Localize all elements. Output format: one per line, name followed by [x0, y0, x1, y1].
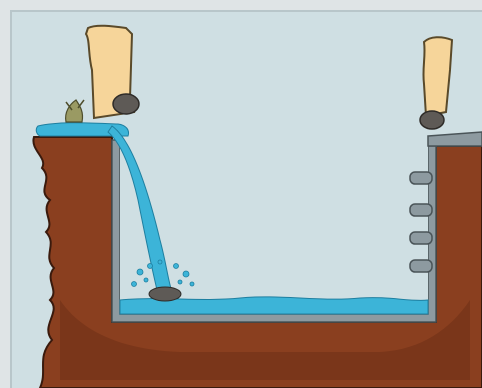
- base-rock: [149, 287, 181, 301]
- right-rock-icon: [420, 111, 444, 129]
- plant-icon: [66, 100, 84, 122]
- left-rock-icon: [113, 94, 139, 114]
- right-ledge: [428, 132, 482, 146]
- right-pillar-icon: [423, 37, 452, 116]
